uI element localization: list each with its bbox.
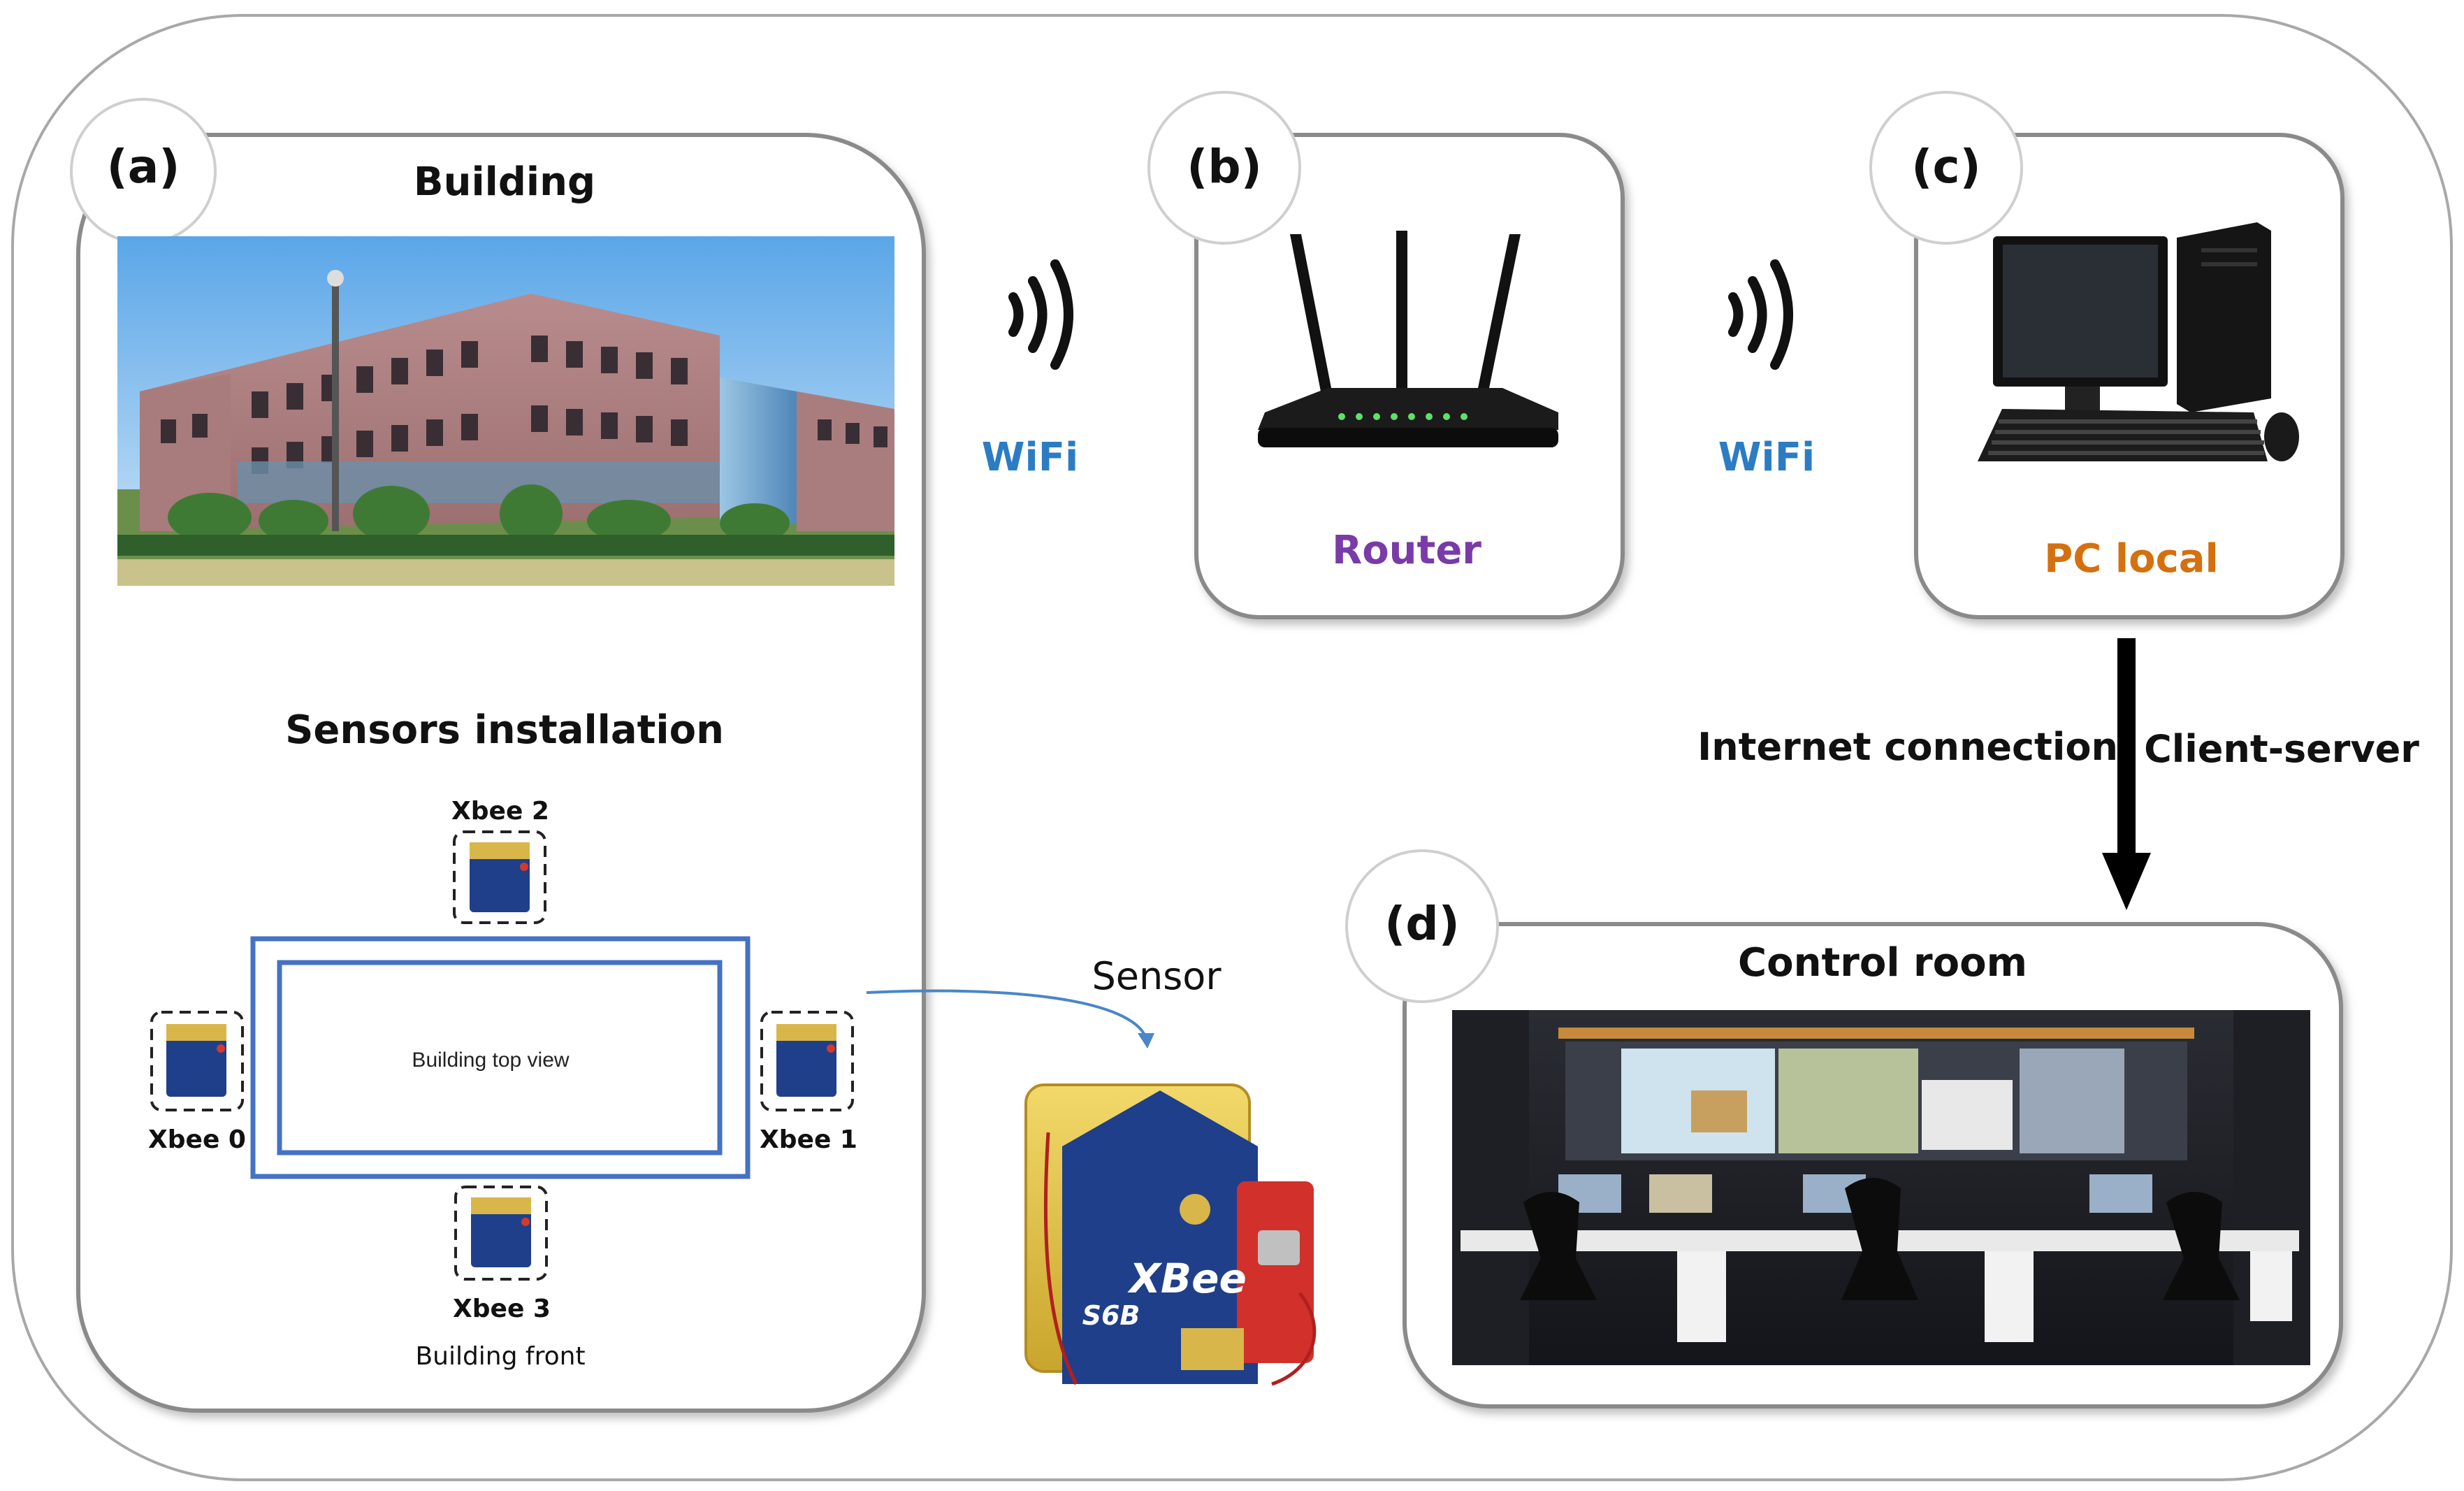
control-room-title: Control room — [1738, 940, 2027, 986]
xbee-3-label: Xbee 3 — [453, 1295, 551, 1323]
building-photo — [117, 236, 894, 586]
pc-local-label: PC local — [2044, 536, 2219, 582]
panel-c-letter: (c) — [1911, 140, 1981, 194]
xbee-2-module — [453, 830, 546, 924]
xbee-1-label: Xbee 1 — [760, 1125, 857, 1154]
wifi-icon-right — [1728, 259, 1793, 370]
panel-d-letter: (d) — [1384, 897, 1460, 951]
panel-d-badge — [1345, 849, 1499, 1003]
wifi-right-label: WiFi — [1718, 435, 1816, 480]
xbee-0-module — [150, 1011, 244, 1111]
sensor-photo — [1006, 1049, 1349, 1440]
building-title: Building — [413, 159, 596, 205]
panel-c-badge — [1869, 91, 2023, 245]
wifi-icon-left — [1008, 259, 1073, 370]
arrow-head — [2102, 853, 2151, 910]
arrow-shaft — [2117, 638, 2136, 855]
pc-computer — [1978, 222, 2299, 461]
panel-b-letter: (b) — [1187, 140, 1262, 194]
building-front-label: Building front — [415, 1342, 586, 1371]
client-server-label: Client-server — [2144, 727, 2419, 771]
sensor-pointer — [866, 989, 1147, 1039]
internet-connection-label: Internet connection — [1697, 725, 2118, 769]
sensor-pointer-head — [1138, 1033, 1154, 1049]
xbee-0-label: Xbee 0 — [148, 1125, 246, 1154]
xbee-model-label: S6B — [1082, 1300, 1140, 1331]
sensor-label: Sensor — [1092, 954, 1222, 998]
control-room-photo — [1452, 1010, 2310, 1365]
building-top-view-label: Building top view — [412, 1049, 570, 1072]
wifi-left-label: WiFi — [981, 435, 1079, 480]
router-label: Router — [1332, 528, 1481, 573]
router-device — [1258, 231, 1558, 447]
panel-a-letter: (a) — [106, 140, 180, 194]
xbee-3-module — [454, 1186, 548, 1281]
xbee-1-module — [760, 1011, 854, 1111]
panel-b-badge — [1147, 91, 1301, 245]
sensors-installation-title: Sensors installation — [285, 707, 724, 753]
xbee-brand-label: XBee — [1129, 1255, 1247, 1302]
xbee-2-label: Xbee 2 — [451, 797, 549, 826]
building-top-view — [250, 936, 751, 1179]
